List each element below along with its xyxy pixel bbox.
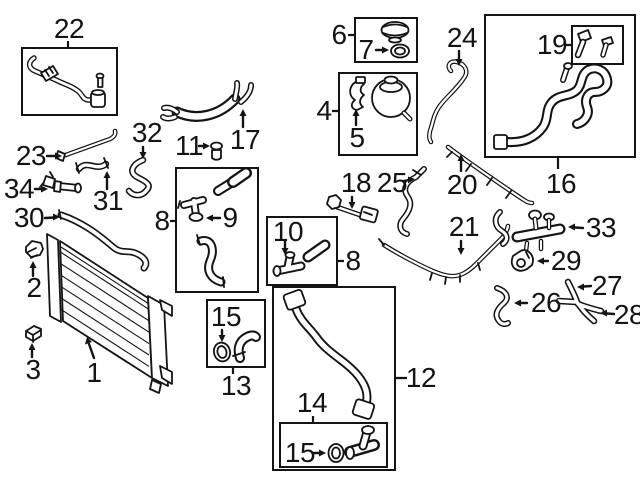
sensor-34-drawing <box>39 171 82 194</box>
pipe-21-drawing <box>378 223 511 285</box>
callout-24: 24 <box>446 22 478 53</box>
arrow-7 <box>374 46 389 54</box>
callout-11: 11 <box>174 130 204 161</box>
arrow-23 <box>45 152 62 160</box>
oring-7-drawing <box>390 43 410 59</box>
bracket-5-drawing <box>349 76 366 111</box>
arrow-24 <box>455 49 463 66</box>
callout-8-left: 8 <box>154 205 170 236</box>
hose-32-drawing <box>125 156 152 199</box>
callout-8-right: 8 <box>345 245 361 276</box>
hose-17-drawing <box>160 80 254 122</box>
arrow-27 <box>577 283 593 291</box>
arrow-2 <box>29 261 37 278</box>
callout-29: 29 <box>550 245 582 276</box>
callout-2: 2 <box>26 272 42 303</box>
callout-17: 17 <box>229 124 261 155</box>
oring-tee-15-drawing <box>327 425 380 463</box>
hose-31-drawing <box>75 157 110 174</box>
callout-9: 9 <box>222 202 238 233</box>
callout-23: 23 <box>15 140 47 171</box>
arrow-32 <box>139 145 147 159</box>
callout-7: 7 <box>358 34 374 65</box>
callout-34: 34 <box>3 173 35 204</box>
leader-lines <box>66 33 572 423</box>
callout-15-upper: 15 <box>210 301 242 332</box>
hose-24-drawing <box>427 59 469 145</box>
hose-25-drawing <box>397 166 427 237</box>
callout-10: 10 <box>272 216 304 247</box>
callout-26: 26 <box>530 287 562 318</box>
arrow-33 <box>568 223 585 231</box>
callout-6: 6 <box>331 19 347 50</box>
clip-2-drawing <box>25 240 44 259</box>
callout-19: 19 <box>536 29 568 60</box>
callout-3: 3 <box>25 354 41 385</box>
arrow-28 <box>600 309 616 317</box>
hose-26-drawing <box>493 285 511 328</box>
hose-16-drawing <box>493 62 613 150</box>
arrow-9 <box>206 214 222 222</box>
callout-30: 30 <box>13 202 45 233</box>
arrow-25 <box>402 176 415 184</box>
arrow-17 <box>239 109 247 129</box>
callout-12: 12 <box>405 362 437 393</box>
arrow-31 <box>103 171 111 191</box>
callout-28: 28 <box>613 299 640 330</box>
callout-4: 4 <box>316 95 332 126</box>
arrow-5 <box>352 109 360 127</box>
callout-33: 33 <box>585 212 617 243</box>
callout-18: 18 <box>340 167 372 198</box>
callout-15-lower: 15 <box>284 437 316 468</box>
pipe-20-drawing <box>445 144 535 206</box>
callout-22: 22 <box>53 13 85 44</box>
callout-1: 1 <box>86 357 102 388</box>
reservoir-drawing <box>371 75 413 122</box>
arrow-18 <box>348 195 356 209</box>
arrow-15-upper <box>218 328 226 342</box>
pipe-22-drawing <box>26 55 106 108</box>
arrow-3 <box>28 343 36 359</box>
callout-25: 25 <box>376 167 408 198</box>
radiator-drawing <box>46 233 173 394</box>
fittings-8-9-drawing <box>177 167 252 288</box>
clip-3-drawing <box>25 325 42 343</box>
fittings-10-8-drawing <box>272 239 331 277</box>
callout-5: 5 <box>349 122 365 153</box>
arrow-10 <box>281 239 289 255</box>
callout-16: 16 <box>545 168 577 199</box>
hose-23-drawing <box>55 128 118 162</box>
arrow-30 <box>43 213 60 221</box>
cap-6-drawing <box>380 21 410 44</box>
arrow-21 <box>457 239 465 255</box>
callout-21: 21 <box>448 211 480 242</box>
arrow-11 <box>197 142 210 150</box>
elbow-29-drawing <box>510 249 534 272</box>
hose-30-drawing <box>57 209 150 272</box>
pipe-18-drawing <box>326 194 379 224</box>
arrow-15-lower <box>312 449 326 457</box>
callout-14: 14 <box>296 387 328 418</box>
arrow-29 <box>537 257 550 265</box>
callout-13: 13 <box>220 370 252 401</box>
bolt-11-drawing <box>210 141 223 161</box>
callout-arrows <box>28 46 616 457</box>
plugs-19-drawing <box>574 29 614 59</box>
callout-20: 20 <box>446 169 478 200</box>
hose-14-drawing <box>282 289 376 420</box>
arrow-26 <box>514 299 529 307</box>
callout-31: 31 <box>92 185 124 216</box>
callout-32: 32 <box>131 117 163 148</box>
callout-27: 27 <box>591 270 623 301</box>
hose-27-28-drawing <box>555 278 605 325</box>
oring-elbow-13-drawing <box>212 330 261 363</box>
arrow-1 <box>85 337 96 360</box>
arrow-20 <box>457 154 465 173</box>
arrow-34 <box>33 185 48 193</box>
